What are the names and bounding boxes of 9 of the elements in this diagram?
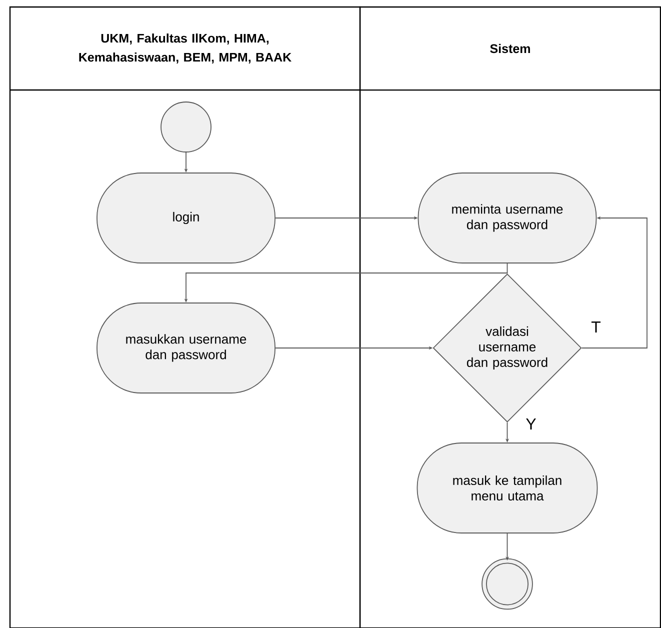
activity-box: masuk ke tampilan menu utama bbox=[416, 442, 598, 534]
activity-box: masukkan username dan password bbox=[96, 302, 276, 394]
start-node bbox=[160, 102, 212, 152]
lane-header: UKM, Fakultas IlKom, HIMA, Kemahasiswaan, BEM, MPM, BAAK bbox=[79, 34, 292, 64]
lane-header: Sistem bbox=[490, 44, 530, 54]
edge-label: T bbox=[590, 320, 602, 334]
activity-box: meminta username dan password bbox=[418, 172, 597, 264]
activity-box: login bbox=[96, 172, 276, 264]
end-node bbox=[482, 558, 533, 610]
